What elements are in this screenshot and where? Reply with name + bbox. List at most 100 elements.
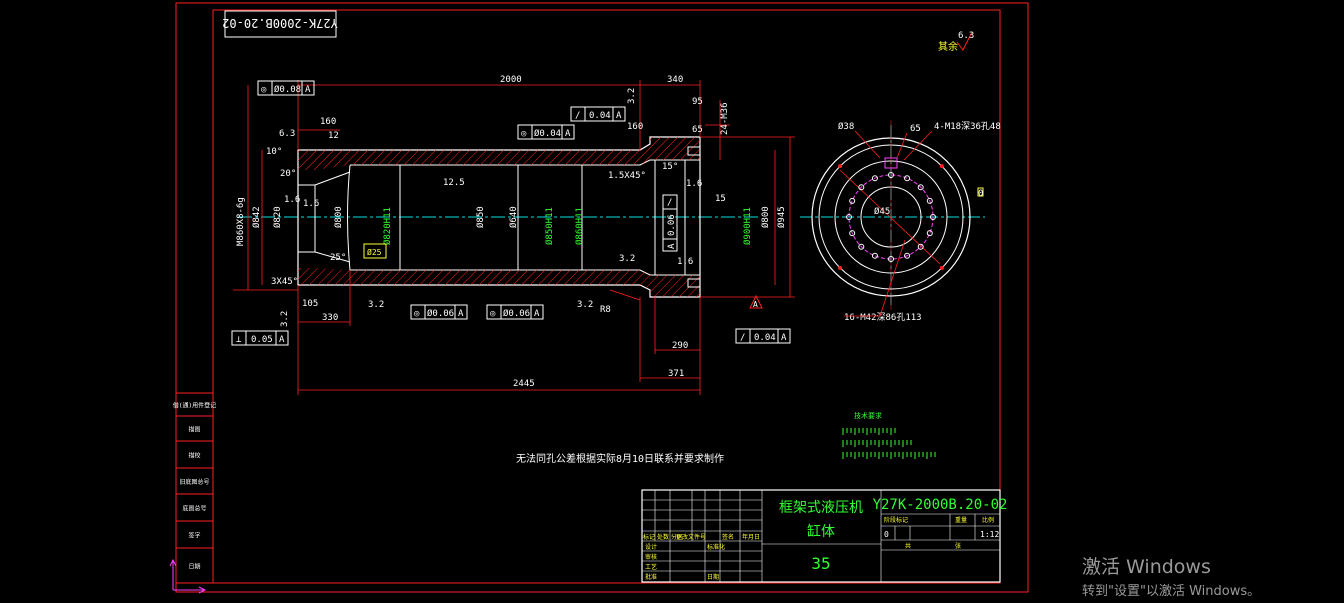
dim-1-6c: 1.6 — [686, 179, 702, 189]
tb-process: 工艺 — [645, 563, 657, 571]
svg-text:Ø0.06: Ø0.06 — [427, 308, 454, 319]
end-view-holes-bottom: 16-M42深86孔113 — [844, 312, 922, 323]
tb-mark: 标记 — [643, 533, 655, 541]
tb-ymd: 年月日 — [742, 533, 760, 541]
svg-text:Ø0.06: Ø0.06 — [503, 308, 530, 319]
svg-text:Ø25: Ø25 — [367, 247, 382, 257]
roughness-rest-label: 其余 — [938, 40, 958, 53]
dim-phi860h: Ø860H11 — [574, 207, 585, 245]
tolerance-frame-4: ◎ Ø0.06 A — [410, 304, 468, 320]
bolt-hole — [858, 184, 865, 191]
tolerance-frame-8: / 0.06 A — [662, 194, 678, 252]
end-view-holes-top: 4-M18深36孔48 — [934, 121, 1001, 132]
tb-part-title-2: 缸体 — [807, 523, 835, 540]
tb-check: 审核 — [645, 553, 657, 561]
svg-text:◎: ◎ — [521, 129, 527, 139]
watermark-line-2: 转到"设置"以激活 Windows。 — [1082, 584, 1261, 599]
dim-160b: 160 — [627, 122, 643, 132]
code-box — [224, 10, 337, 38]
dim-290: 290 — [672, 341, 688, 351]
bolt-hole — [926, 230, 933, 237]
bolt-hole — [871, 175, 878, 182]
dim-3-2e: 3.2 — [619, 254, 635, 264]
svg-text:A: A — [667, 243, 677, 249]
right-flange-holes — [687, 146, 701, 288]
outer-hole — [939, 265, 944, 270]
dim-160a: 160 — [320, 117, 336, 127]
tb-date: 日期 — [707, 573, 719, 581]
dim-371: 371 — [668, 369, 684, 379]
svg-text:◎: ◎ — [490, 309, 496, 319]
svg-text:0.05: 0.05 — [251, 335, 273, 345]
tb-material: 35 — [811, 554, 830, 573]
windows-activation-watermark: 激活 Windows 转到"设置"以激活 Windows。 — [1082, 556, 1260, 603]
dim-1-5x45: 1.5X45° — [608, 171, 646, 181]
wall-hatch-top — [298, 137, 700, 170]
outer-hole — [939, 164, 944, 169]
tolerance-frame-5: ◎ Ø0.06 A — [486, 304, 544, 320]
svg-text:Ø0.08: Ø0.08 — [274, 84, 301, 95]
bolt-hole — [930, 214, 936, 220]
outer-hole — [838, 265, 843, 270]
tolerance-frame-2: ◎ Ø0.04 A — [517, 124, 575, 140]
ucs-icon — [169, 558, 207, 594]
bolt-hole — [849, 230, 856, 237]
section-lines — [399, 160, 686, 275]
svg-text:/: / — [667, 198, 672, 208]
svg-text:0.04: 0.04 — [589, 111, 611, 121]
dim-phi842: Ø842 — [251, 206, 262, 228]
svg-text:A: A — [279, 335, 285, 345]
left-strip-label: 描图 — [188, 426, 200, 434]
watermark-line-1: 激活 Windows — [1082, 556, 1211, 578]
outer-hole — [838, 164, 843, 169]
datum-a-center: Ø25 — [363, 243, 387, 259]
tb-standard: 标准化 — [707, 543, 725, 551]
code-box-text: Y27K-2000B.20-02 — [222, 16, 338, 30]
surface-finish-legend: 技术要求 — [842, 411, 936, 459]
dimension-lines — [233, 80, 795, 395]
left-strip-label: 日期 — [188, 563, 200, 571]
roughness-rest-value: 6.3 — [958, 31, 974, 41]
left-strip-label: 签字 — [188, 532, 200, 540]
end-view-0: 0 — [978, 189, 983, 199]
bolt-hole — [849, 197, 856, 204]
dim-95: 95 — [692, 97, 703, 107]
dim-20deg: 20° — [280, 169, 296, 179]
tb-approve: 批准 — [645, 573, 657, 581]
bolt-hole — [917, 184, 924, 191]
tb-drawing-no: Y27K-2000B.20-02 — [873, 497, 1008, 513]
svg-text:A: A — [305, 85, 311, 95]
dim-12: 12 — [328, 131, 339, 141]
dim-phi640: Ø640 — [508, 206, 519, 228]
svg-text:◎: ◎ — [261, 85, 267, 95]
dim-65: 65 — [692, 125, 703, 135]
tb-sheet2: 张 — [955, 542, 961, 550]
end-view-phi38: Ø38 — [838, 121, 854, 132]
bolt-hole — [904, 252, 911, 259]
tb-stage: 阶段标记 — [884, 516, 908, 524]
dim-3-2d: 3.2 — [577, 300, 593, 310]
tb-scale-label: 比例 — [982, 516, 994, 524]
tb-weight: 重量 — [955, 516, 967, 524]
bolt-hole — [888, 256, 894, 262]
dim-25deg: 25° — [330, 253, 346, 263]
dim-phi820: Ø820 — [272, 206, 283, 228]
svg-text:A: A — [753, 300, 758, 309]
svg-text:◎: ◎ — [414, 309, 420, 319]
dim-r8: R8 — [600, 305, 611, 315]
fit-texts: Ø820H11 Ø850H11 Ø860H11 Ø900H11 — [382, 207, 753, 245]
dim-phi945: Ø945 — [776, 206, 787, 228]
bolt-hole — [846, 214, 852, 220]
left-end-detail — [298, 171, 351, 263]
dim-24m36: 24-M36 — [720, 102, 730, 135]
dim-3-2a: 3.2 — [627, 88, 637, 104]
dim-3-2b: 3.2 — [280, 311, 290, 327]
bolt-hole — [871, 252, 878, 259]
dimension-texts: 2000 340 95 65 24-M36 160 12 160 6.3 10°… — [236, 75, 787, 389]
tb-part-title-1: 框架式液压机 — [779, 500, 863, 516]
dim-phi800: Ø800 — [333, 206, 344, 228]
tb-design: 设计 — [645, 543, 657, 551]
svg-text:A: A — [534, 309, 540, 319]
